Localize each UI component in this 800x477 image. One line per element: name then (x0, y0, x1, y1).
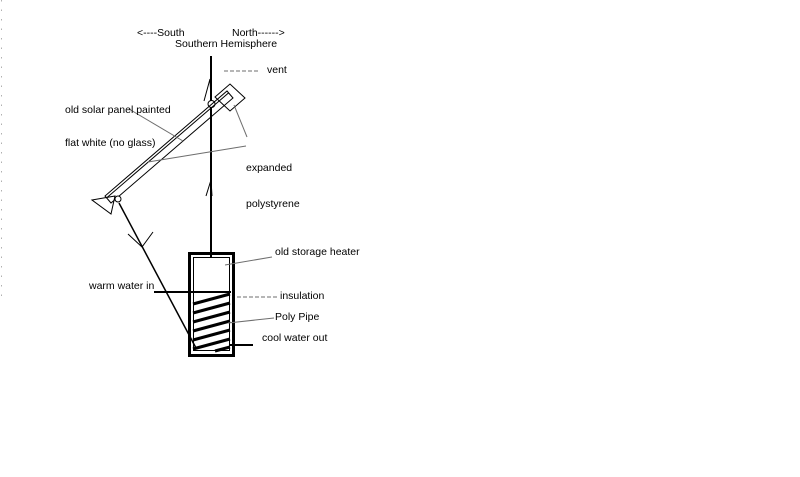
up-flow-arrow-icon (203, 78, 212, 102)
tank-outer-wall (188, 252, 235, 357)
north-direction-label: North------> (232, 27, 285, 39)
solar-panel-label-line1: old solar panel painted (65, 104, 171, 116)
solar-panel-inner-line (106, 92, 229, 199)
warm-water-in-label: warm water in (89, 280, 155, 292)
insulation-label: insulation (280, 290, 325, 302)
south-direction-label: <----South (137, 27, 185, 39)
return-pipe-line (118, 202, 197, 349)
cool-water-out-label: cool water out (262, 332, 328, 344)
leader-lines (128, 70, 277, 324)
poly-pipe-leader (227, 317, 275, 324)
polystyrene-label: expanded polystyrene (246, 138, 300, 234)
storage-heater-label: old storage heater (275, 246, 360, 258)
vent-label: vent (267, 64, 287, 76)
solar-panel-label: old solar panel painted flat white (no g… (65, 83, 171, 171)
poly-pipe-coil-hatch (192, 292, 231, 353)
polystyrene-label-line1: expanded (246, 162, 293, 174)
polystyrene-label-line2: polystyrene (246, 198, 300, 210)
polystyrene-leader-lower (147, 145, 247, 163)
up-flow-arrow2-icon (205, 179, 213, 197)
down-flow-arrow-icon (127, 231, 154, 248)
vent-box-diamond (214, 83, 246, 112)
hemisphere-label: Southern Hemisphere (175, 38, 278, 50)
bottom-pipe-joint-circle (114, 195, 122, 203)
solar-panel-leader (128, 108, 184, 142)
solar-panel-label-line2: flat white (no glass) (65, 137, 156, 149)
panel-bottom-bracket (90, 195, 116, 215)
solar-panel-body (104, 90, 234, 204)
poly-pipe-label: Poly Pipe (275, 311, 320, 323)
storage-heater-leader (224, 256, 273, 266)
polystyrene-leader-upper (233, 104, 248, 138)
